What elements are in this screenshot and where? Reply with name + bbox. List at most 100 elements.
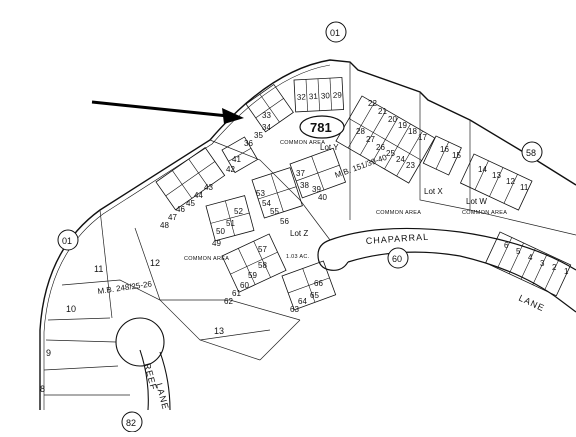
lot-label: 39	[312, 185, 321, 194]
page-ref-top: 01	[325, 21, 347, 43]
lot-label: 47	[168, 213, 177, 222]
lot-block-33-36	[245, 83, 294, 133]
lot-label: 56	[280, 217, 289, 226]
lot-label: 33	[262, 111, 271, 120]
lot-block-57-62	[221, 233, 287, 293]
lot-label: 14	[478, 165, 487, 174]
lot-label: 3	[540, 259, 545, 268]
lot-label: 41	[232, 155, 241, 164]
lot-label: 26	[376, 143, 385, 152]
lot-label: 16	[440, 145, 449, 154]
lot-label: 46	[176, 205, 185, 214]
lot-block-11-14	[459, 153, 533, 211]
lot-block-41-42	[221, 136, 259, 174]
parcel-number: 781	[310, 120, 332, 135]
chaparral-street-edge-bottom	[347, 251, 576, 313]
reef-lane-cul-de-sac	[115, 317, 165, 367]
lot-label: 32	[297, 92, 307, 101]
lot-label: 35	[254, 131, 263, 140]
lot-label: 40	[318, 193, 327, 202]
lot-label: 34	[262, 123, 271, 132]
lot-block-63-66	[281, 260, 337, 311]
svg-text:01: 01	[62, 236, 72, 246]
common-area-label: COMMON AREA	[184, 256, 229, 262]
lot-label: 25	[386, 149, 395, 158]
lot-label: 6	[504, 241, 509, 250]
lot-label: 10	[66, 304, 76, 314]
lot-label: 2	[552, 263, 557, 272]
lot-label: 11	[520, 183, 529, 192]
lot-label: 55	[270, 207, 279, 216]
lot-label: 52	[234, 207, 243, 216]
map-book-reference: M.B. 248/25-26	[97, 279, 153, 296]
lot-label: 65	[310, 291, 319, 300]
chaparral-street-edge-top	[329, 227, 576, 271]
lot-label: 61	[232, 289, 241, 298]
lot-letter-label: Lot Z	[290, 229, 308, 238]
page-ref-right-top: 58	[521, 141, 543, 163]
lot-label: 18	[408, 127, 417, 136]
lot-label: 43	[204, 183, 213, 192]
lot-block-53-56	[251, 167, 303, 219]
svg-text:58: 58	[526, 148, 536, 158]
common-area-label: COMMON AREA	[376, 210, 421, 216]
lot-label: 54	[262, 199, 271, 208]
lot-label: 21	[378, 107, 387, 116]
lot-label: 66	[314, 279, 323, 288]
svg-text:60: 60	[392, 254, 402, 264]
lot-label: 23	[406, 161, 415, 170]
lot-label: 59	[248, 271, 257, 280]
pointer-arrow	[91, 100, 229, 118]
street-name-lane: LANE	[517, 293, 546, 314]
lot-label: 37	[296, 169, 305, 178]
lot-label: 29	[333, 90, 343, 99]
lot-label: 63	[290, 305, 299, 314]
common-area-label: COMMON AREA	[280, 140, 325, 146]
lot-label: 12	[150, 258, 160, 268]
lot-label: 57	[258, 245, 267, 254]
page-ref-left: 01	[57, 229, 79, 251]
lot-label: 58	[258, 261, 267, 270]
lot-block-1-6	[485, 231, 572, 297]
reef-lane-edge-right	[159, 351, 171, 411]
lot-label: 8	[40, 384, 45, 394]
common-area-label: COMMON AREA	[462, 210, 507, 216]
lot-label: 13	[492, 171, 501, 180]
lot-label: 51	[226, 219, 235, 228]
lot-block-37-40	[289, 147, 347, 199]
lot-block-49-52	[205, 195, 255, 242]
lot-label: 22	[368, 99, 377, 108]
lot-letter-label: Lot Y	[320, 143, 339, 152]
parcel-number-oval	[299, 115, 345, 139]
svg-text:82: 82	[126, 418, 136, 428]
lot-label: 20	[388, 115, 397, 124]
subdivision-boundary-inner	[43, 64, 331, 410]
lot-block-17-28	[335, 95, 436, 184]
lot-label: 19	[398, 121, 407, 130]
lot-block-15-16	[422, 135, 462, 176]
lot-block-43-48	[155, 147, 226, 211]
lot-label: 9	[46, 348, 51, 358]
lot-label: 42	[226, 165, 235, 174]
lot-label: 50	[216, 227, 225, 236]
lot-label: 27	[366, 135, 375, 144]
lot-letter-label: Lot W	[466, 197, 487, 206]
lot-label: 30	[321, 91, 331, 100]
page-ref-right-mid: 60	[387, 247, 409, 269]
lot-label: 44	[194, 191, 203, 200]
lot-label: 13	[214, 326, 224, 336]
lot-label: 45	[186, 199, 195, 208]
interior-lot-lines	[43, 62, 576, 396]
lot-label: 5	[516, 247, 521, 256]
page-ref-bottom: 82	[121, 411, 143, 433]
lot-label: 17	[418, 133, 427, 142]
lot-label: 64	[298, 297, 307, 306]
street-name-chaparral: CHAPARRAL	[365, 232, 429, 246]
lot-label: 31	[309, 92, 319, 101]
pointer-arrow-head	[222, 108, 244, 124]
lot-area-label: 1.03 AC.	[286, 254, 310, 260]
lot-block-29-32: 32 31 30 29	[293, 77, 345, 113]
lot-label: 60	[240, 281, 249, 290]
